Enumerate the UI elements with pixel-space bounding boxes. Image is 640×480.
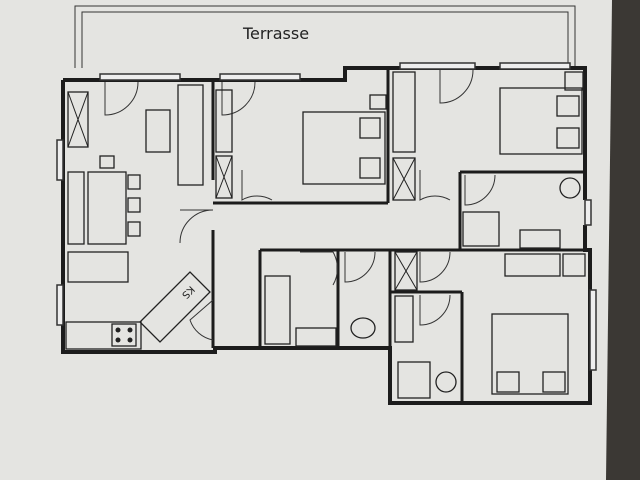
interior-walls	[211, 68, 585, 403]
toilet	[350, 317, 376, 339]
toilet	[435, 371, 457, 393]
dining-table	[87, 171, 127, 245]
terrace-label: Terrasse	[242, 24, 309, 43]
bathtub	[264, 275, 291, 345]
paper-sheet	[0, 0, 612, 480]
kitchen-sink	[139, 271, 211, 343]
bed	[302, 111, 386, 185]
toilet	[559, 177, 581, 199]
kitchen-counter	[65, 321, 142, 350]
cabinet	[67, 91, 89, 148]
washbasin	[394, 295, 414, 343]
stove-burners	[115, 327, 133, 343]
stove	[111, 323, 137, 347]
doors	[104, 69, 496, 341]
table-small	[145, 109, 171, 153]
shower	[397, 361, 431, 399]
windows	[56, 62, 597, 371]
bed	[499, 87, 583, 155]
terrace	[74, 5, 576, 68]
washbasin	[519, 229, 561, 249]
kitchen-cabinet	[177, 84, 204, 186]
sideboard	[67, 251, 129, 283]
shower	[462, 211, 500, 247]
cross-hatched-cabinets	[67, 91, 418, 291]
furniture	[65, 71, 586, 399]
bed	[491, 313, 569, 395]
washbasin	[295, 327, 337, 347]
